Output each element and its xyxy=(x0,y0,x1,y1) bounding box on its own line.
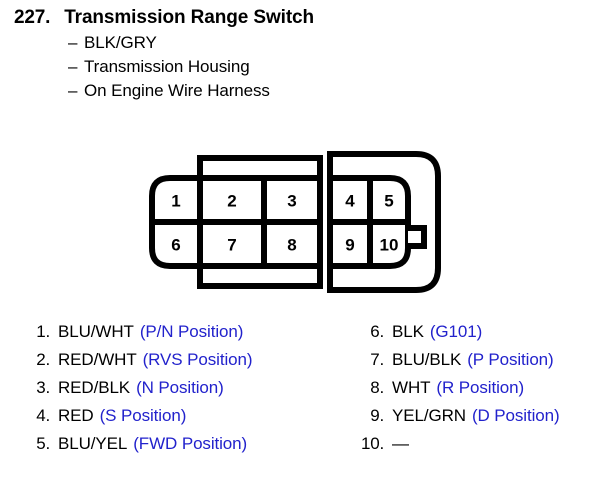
pin-list-right-column: 6. BLK (G101) 7. BLU/BLK (P Position) 8.… xyxy=(340,322,606,462)
pin-position: (D Position) xyxy=(471,406,560,425)
pin-index: 9. xyxy=(370,406,384,425)
pin-wire-color: BLU/BLK xyxy=(392,350,462,369)
pin-wire-color: BLK xyxy=(392,322,424,341)
pin-position: (RVS Position) xyxy=(142,350,253,369)
list-item: 3. RED/BLK (N Position) xyxy=(22,378,340,406)
list-item: 8. WHT (R Position) xyxy=(356,378,606,406)
pin-position: (G101) xyxy=(429,322,483,341)
list-item: 5. BLU/YEL (FWD Position) xyxy=(22,434,340,462)
pin-index: 4. xyxy=(36,406,50,425)
pin-label-10: 10 xyxy=(380,236,399,255)
pin-label-2: 2 xyxy=(227,192,236,211)
list-item: 4. RED (S Position) xyxy=(22,406,340,434)
pin-index: 3. xyxy=(36,378,50,397)
pin-wire-color: RED/BLK xyxy=(58,378,131,397)
pin-wire-color: RED xyxy=(58,406,94,425)
pin-wire-color: — xyxy=(392,434,409,453)
subtitle-row-wire-color: – BLK/GRY xyxy=(0,33,606,53)
pin-wire-color: BLU/YEL xyxy=(58,434,128,453)
subtitle-row-location: – Transmission Housing xyxy=(0,57,606,77)
pin-label-8: 8 xyxy=(287,236,296,255)
pin-list-left-column: 1. BLU/WHT (P/N Position) 2. RED/WHT (RV… xyxy=(0,322,340,462)
pin-index: 6. xyxy=(370,322,384,341)
pin-index: 8. xyxy=(370,378,384,397)
dash-icon: – xyxy=(68,57,78,76)
subtitle-harness: On Engine Wire Harness xyxy=(84,81,270,100)
pin-wire-color: BLU/WHT xyxy=(58,322,134,341)
pin-label-9: 9 xyxy=(345,236,354,255)
pin-position: (P Position) xyxy=(467,350,554,369)
latch-tab-icon xyxy=(408,225,427,249)
pin-position: (P/N Position) xyxy=(139,322,244,341)
pin-position: (N Position) xyxy=(136,378,224,397)
pin-wire-color: RED/WHT xyxy=(58,350,137,369)
list-item: 6. BLK (G101) xyxy=(356,322,606,350)
pin-label-6: 6 xyxy=(171,236,180,255)
pin-position: (R Position) xyxy=(436,378,525,397)
pin-index: 5. xyxy=(36,434,50,453)
pin-label-4: 4 xyxy=(345,192,355,211)
pin-position: (S Position) xyxy=(99,406,187,425)
subtitle-location: Transmission Housing xyxy=(84,57,250,76)
pin-index: 10. xyxy=(360,434,384,453)
list-item: 2. RED/WHT (RVS Position) xyxy=(22,350,340,378)
page-title: 227. Transmission Range Switch xyxy=(0,0,606,29)
list-item: 1. BLU/WHT (P/N Position) xyxy=(22,322,340,350)
pin-index: 1. xyxy=(36,322,50,341)
pin-assignment-list: 1. BLU/WHT (P/N Position) 2. RED/WHT (RV… xyxy=(0,322,606,462)
title-number: 227. xyxy=(14,7,51,28)
title-text: Transmission Range Switch xyxy=(64,7,315,28)
pin-label-3: 3 xyxy=(287,192,296,211)
list-item: 9. YEL/GRN (D Position) xyxy=(356,406,606,434)
pin-label-5: 5 xyxy=(384,192,393,211)
pin-index: 2. xyxy=(36,350,50,369)
list-item: 7. BLU/BLK (P Position) xyxy=(356,350,606,378)
connector-diagram: 1 2 3 4 5 6 7 8 9 10 xyxy=(0,146,606,298)
list-item: 10. — xyxy=(356,434,606,462)
subtitle-row-harness: – On Engine Wire Harness xyxy=(0,81,606,101)
pin-wire-color: YEL/GRN xyxy=(392,406,466,425)
pin-wire-color: WHT xyxy=(392,378,431,397)
pin-label-1: 1 xyxy=(171,192,180,211)
connector-svg: 1 2 3 4 5 6 7 8 9 10 xyxy=(149,151,441,293)
pin-label-7: 7 xyxy=(227,236,236,255)
page-header: 227. Transmission Range Switch – BLK/GRY… xyxy=(0,0,606,101)
dash-icon: – xyxy=(68,33,78,52)
dash-icon: – xyxy=(68,81,78,100)
subtitle-wire-color: BLK/GRY xyxy=(84,33,157,52)
right-connector-shell xyxy=(327,151,441,293)
pin-index: 7. xyxy=(370,350,384,369)
pin-position: (FWD Position) xyxy=(133,434,248,453)
